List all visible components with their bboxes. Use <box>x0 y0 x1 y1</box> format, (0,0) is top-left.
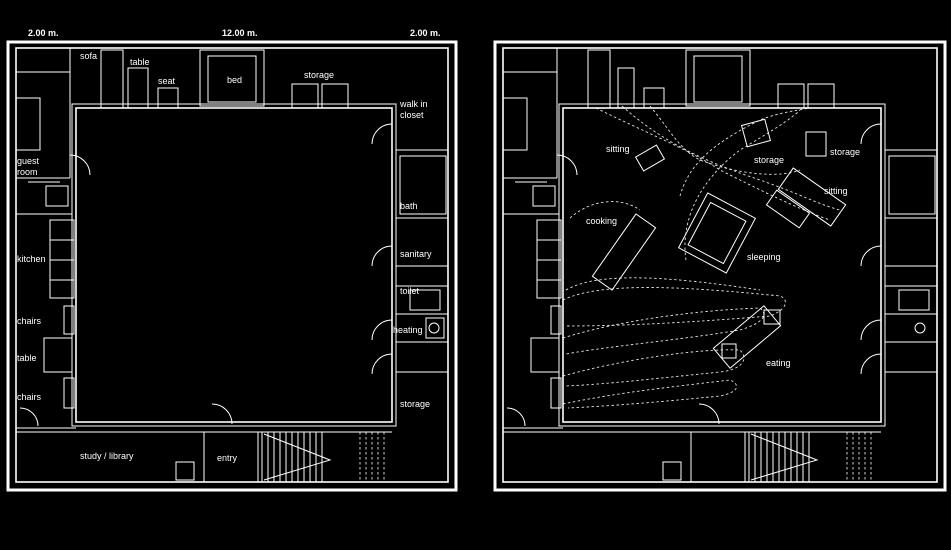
label-kitchen: kitchen <box>17 254 46 264</box>
label-sofa: sofa <box>80 51 97 61</box>
label-bath: bath <box>400 201 418 211</box>
label-sleeping: sleeping <box>747 252 781 262</box>
sofa-shape <box>100 49 124 109</box>
stairs-right <box>748 432 872 482</box>
label-storage-top: storage <box>304 70 334 80</box>
label-study-library: study / library <box>80 451 134 461</box>
furniture-bed-sleeping <box>677 192 757 274</box>
bed-shape <box>199 49 265 107</box>
label-walk-in-1: walk in <box>399 99 428 109</box>
label-chairs-1: chairs <box>17 316 42 326</box>
label-table-left: table <box>17 353 37 363</box>
label-sitting-2: sitting <box>824 186 848 196</box>
stairs-left <box>261 432 385 482</box>
furniture-storage-boxes <box>740 118 827 157</box>
dimension-right: 2.00 m. <box>410 28 441 38</box>
label-storage-right: storage <box>400 399 430 409</box>
label-storage-2: storage <box>830 147 860 157</box>
movement-paths <box>562 105 841 409</box>
furniture-dining-table <box>712 305 782 369</box>
label-eating: eating <box>766 358 791 368</box>
label-sitting-1: sitting <box>606 144 630 154</box>
label-table-top: table <box>130 57 150 67</box>
furniture-sitting-chair <box>634 144 666 172</box>
label-cooking: cooking <box>586 216 617 226</box>
label-heating: heating <box>393 325 423 335</box>
left-floor-plan: sofa table seat bed storage walk in clos… <box>6 40 458 492</box>
furniture-sofa-sitting <box>765 167 847 229</box>
label-seat: seat <box>158 76 176 86</box>
label-sanitary: sanitary <box>400 249 432 259</box>
label-toilet: toilet <box>400 286 420 296</box>
furniture-kitchen-unit <box>591 213 657 291</box>
label-entry: entry <box>217 453 238 463</box>
label-guest-2: room <box>17 167 38 177</box>
label-walk-in-2: closet <box>400 110 424 120</box>
label-storage-1: storage <box>754 155 784 165</box>
dimension-center: 12.00 m. <box>222 28 258 38</box>
label-bed: bed <box>227 75 242 85</box>
label-guest-1: guest <box>17 156 40 166</box>
right-floor-plan: sitting storage storage sitting cooking … <box>493 40 947 492</box>
dimension-left: 2.00 m. <box>28 28 59 38</box>
label-chairs-2: chairs <box>17 392 42 402</box>
